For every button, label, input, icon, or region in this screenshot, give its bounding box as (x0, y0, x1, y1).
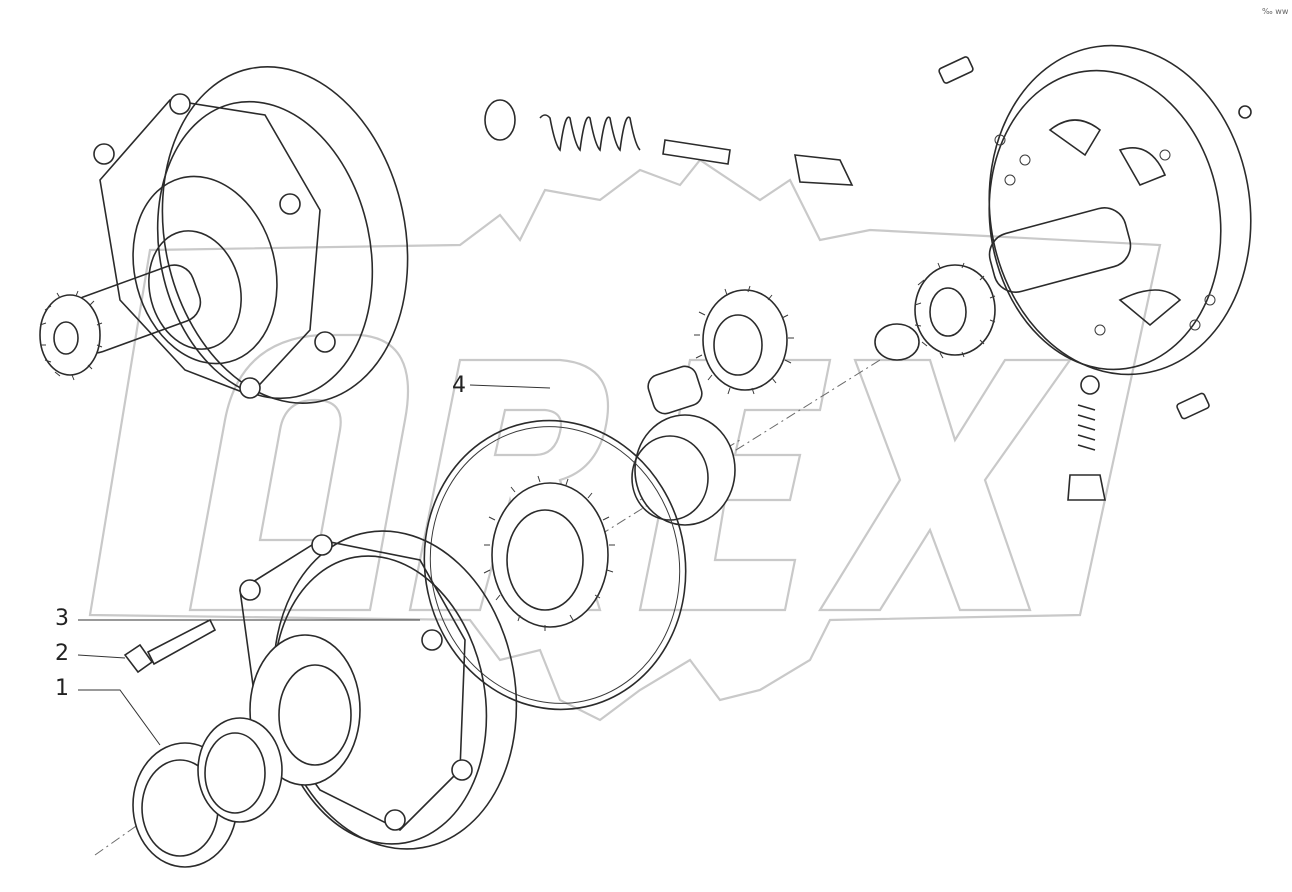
relief-valve-parts (1067, 375, 1106, 501)
gears-and-rings-center (483, 285, 920, 631)
callout-labels: 1 2 3 4 (55, 373, 466, 701)
seal-rings (132, 717, 283, 868)
pins-and-springs-top (484, 56, 1252, 420)
o-ring (423, 419, 687, 711)
callout-2: 2 (55, 641, 69, 666)
callout-4: 4 (452, 373, 466, 398)
callout-leaders (77, 384, 551, 746)
callout-1: 1 (55, 676, 69, 701)
bolt (123, 618, 217, 674)
callout-3: 3 (55, 606, 69, 631)
pump-housing-upper-left (39, 66, 409, 404)
flange-shaft-upper-right (914, 44, 1252, 376)
corner-note: ‰ ww (1262, 7, 1289, 16)
watermark-logo (88, 158, 1162, 722)
